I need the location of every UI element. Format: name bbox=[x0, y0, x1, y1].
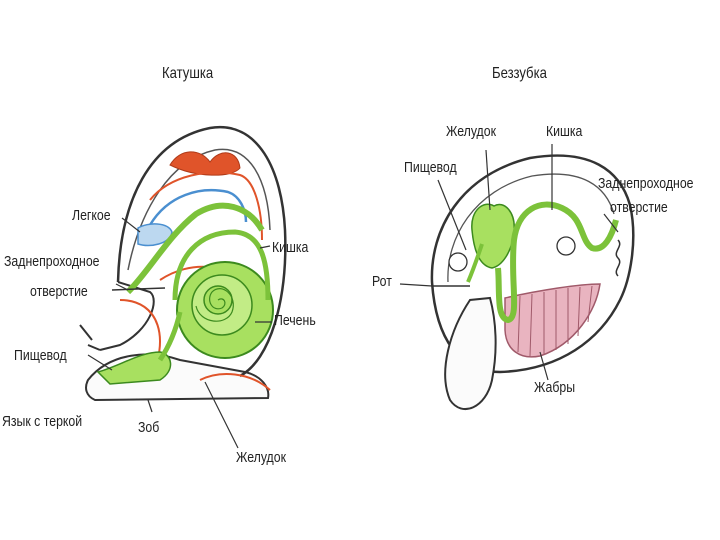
snail-label-anus-line2: отверстие bbox=[30, 284, 88, 300]
snail-tentacle bbox=[80, 325, 100, 350]
mussel-label-esophagus: Пищевод bbox=[404, 160, 457, 176]
mussel-label-anus-line1: Заднепроходное bbox=[598, 176, 694, 192]
snail-label-tongue: Язык с теркой bbox=[2, 414, 82, 430]
mussel-label-intestine: Кишка bbox=[546, 124, 582, 140]
mussel-label-gills: Жабры bbox=[534, 380, 575, 396]
mussel-drawing bbox=[432, 156, 633, 409]
snail-anus-line bbox=[112, 288, 165, 290]
snail-esophagus bbox=[160, 312, 180, 360]
snail-label-lung: Легкое bbox=[72, 208, 111, 224]
snail-body-outline bbox=[100, 282, 154, 350]
snail-label-crop: Зоб bbox=[138, 420, 159, 436]
mussel-label-stomach: Желудок bbox=[446, 124, 496, 140]
snail-heart bbox=[170, 152, 240, 175]
snail-label-esophagus: Пищевод bbox=[14, 348, 67, 364]
snail-title: Катушка bbox=[162, 66, 213, 82]
mussel-title: Беззубка bbox=[492, 66, 547, 82]
snail-label-liver: Печень bbox=[274, 313, 316, 329]
mussel-gland-left bbox=[449, 253, 467, 271]
mussel-label-anus-line2: отверстие bbox=[610, 200, 668, 216]
mussel-gland-right bbox=[557, 237, 575, 255]
snail-label-stomach: Желудок bbox=[236, 450, 286, 466]
snail-label-intestine: Кишка bbox=[272, 240, 308, 256]
mussel-label-mouth: Рот bbox=[372, 274, 392, 290]
snail-drawing bbox=[80, 127, 285, 400]
snail-label-anus-line1: Заднепроходное bbox=[4, 254, 100, 270]
